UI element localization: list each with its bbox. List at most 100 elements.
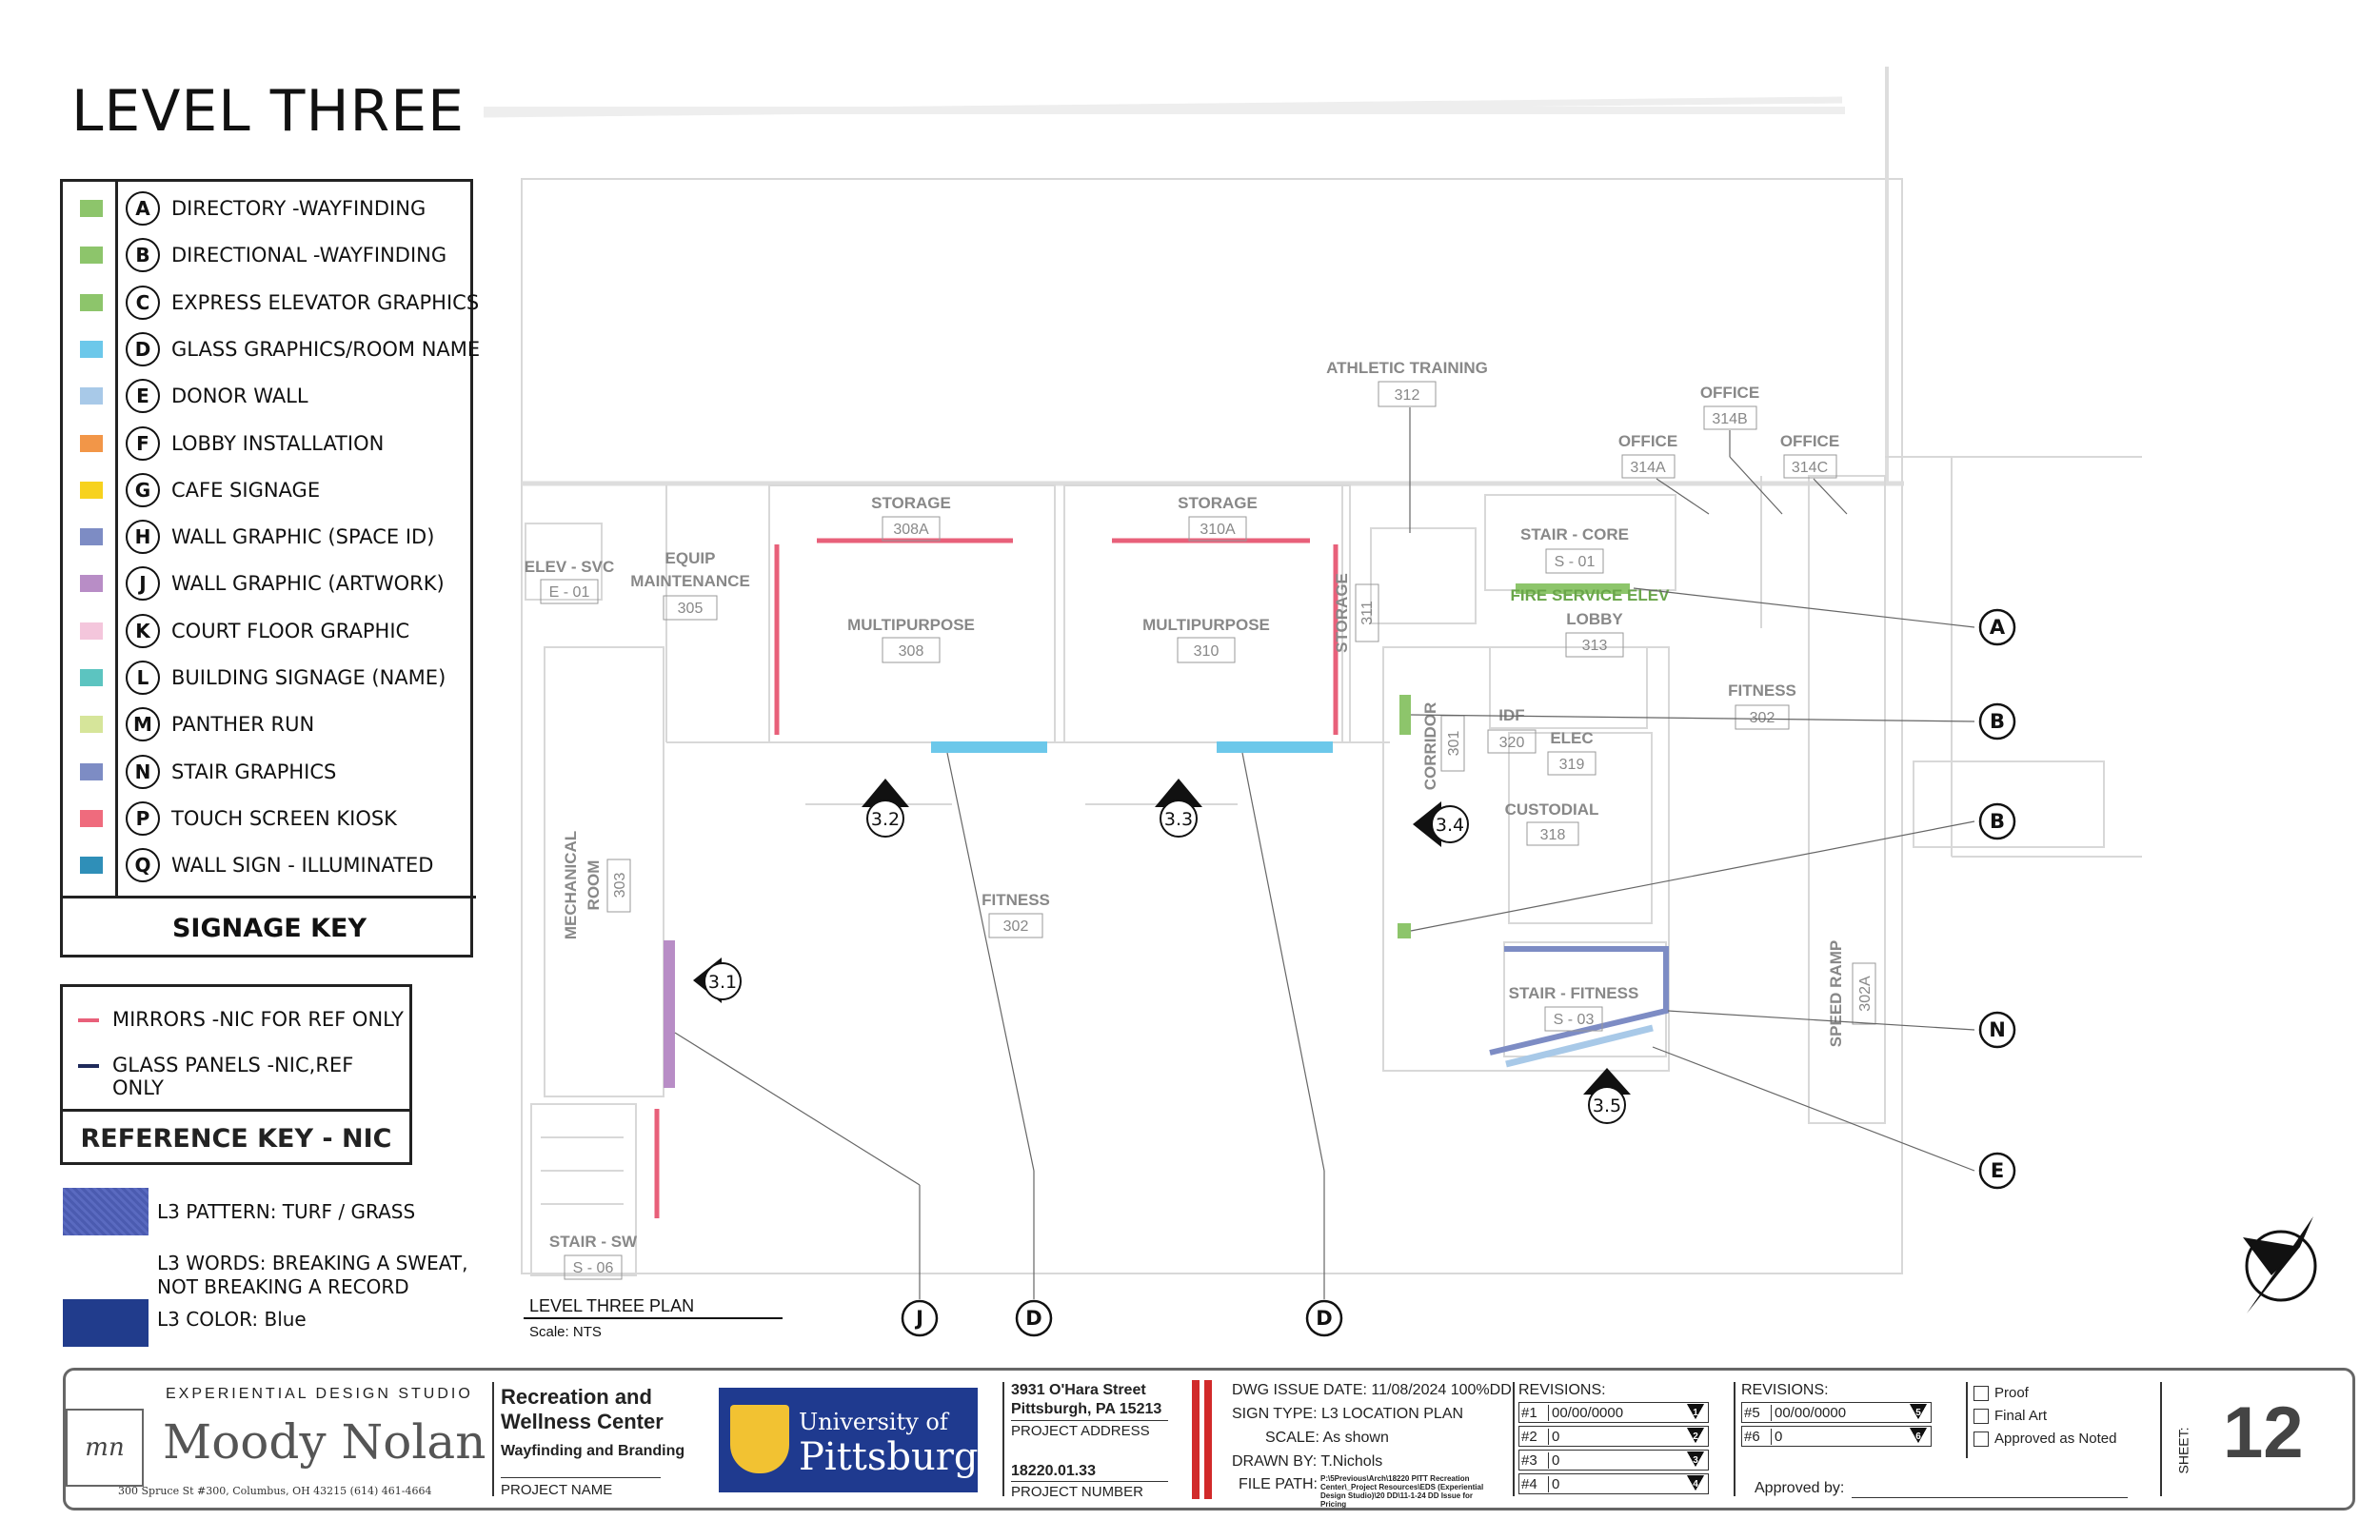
callout-n-label: N <box>1989 1018 2006 1041</box>
revision-row: #6 0 6 <box>1741 1426 1932 1447</box>
callout-d2-label: D <box>1316 1307 1332 1330</box>
plan-linework <box>483 67 2142 1276</box>
ref-item-glass: GLASS PANELS -NIC,REF ONLY <box>112 1054 354 1099</box>
project-address-2: Pittsburgh, PA 15213 <box>1011 1401 1162 1417</box>
glass-graphic-308 <box>931 741 1047 753</box>
revision-triangle-icon: 3 <box>1687 1451 1704 1467</box>
view-3-3 <box>1160 800 1198 838</box>
room-302a-num: 302A <box>1857 976 1874 1012</box>
room-301-num: 301 <box>1446 731 1462 757</box>
callout-n <box>1978 1011 2016 1049</box>
leader-lines <box>674 407 1975 1299</box>
room-stair-fitness: STAIR - FITNESS <box>1509 984 1639 1002</box>
room-idf: IDF <box>1498 706 1524 724</box>
room-mechanical: MECHANICAL <box>562 831 580 939</box>
university-line2: Pittsburgh <box>799 1435 1003 1479</box>
checkbox-box[interactable] <box>1973 1431 1989 1447</box>
approval-checkbox[interactable]: Final Art <box>1973 1408 2047 1424</box>
room-fitness-302: FITNESS <box>982 891 1050 909</box>
callout-a <box>1978 608 2016 646</box>
revision-number: #5 <box>1744 1405 1760 1421</box>
revision-triangle-icon: 5 <box>1910 1404 1927 1419</box>
divider-2 <box>1002 1382 1004 1496</box>
project-name-label: PROJECT NAME <box>501 1482 613 1498</box>
revision-number: #3 <box>1521 1452 1537 1469</box>
revision-row: #3 0 3 <box>1518 1450 1709 1471</box>
room-303-num: 303 <box>612 873 628 898</box>
view-3-5-label: 3.5 <box>1593 1096 1621 1116</box>
room-corridor: CORRIDOR <box>1421 702 1439 791</box>
sign-callouts: A B B N E J D D <box>901 608 2016 1337</box>
room-maintenance: MAINTENANCE <box>630 572 750 590</box>
number-rule <box>1011 1481 1168 1482</box>
key-letter-circle: J <box>126 566 160 602</box>
key-letter-circle: H <box>126 520 160 555</box>
key-label: DONOR WALL <box>171 385 308 408</box>
revision-number: #6 <box>1744 1429 1760 1445</box>
key-item-j: J WALL GRAPHIC (ARTWORK) <box>63 561 476 607</box>
key-label: WALL SIGN - ILLUMINATED <box>171 854 434 878</box>
key-letter-circle: K <box>126 613 160 648</box>
university-crest-icon <box>730 1405 789 1473</box>
checkbox-box[interactable] <box>1973 1385 1989 1401</box>
project-name-line1: Recreation and <box>501 1385 652 1409</box>
glass-swatch <box>78 1064 99 1068</box>
approval-checkbox[interactable]: Approved as Noted <box>1973 1431 2116 1447</box>
room-storage-308a: STORAGE <box>871 494 951 512</box>
turf-pattern-swatch <box>63 1188 149 1235</box>
room-storage-311: STORAGE <box>1333 573 1351 653</box>
project-address-1: 3931 O'Hara Street <box>1011 1382 1146 1398</box>
revision-triangle-icon: 6 <box>1910 1428 1927 1443</box>
key-label: PANTHER RUN <box>171 713 315 737</box>
room-311-num: 311 <box>1359 601 1376 625</box>
key-swatch <box>80 481 103 499</box>
key-label: DIRECTORY -WAYFINDING <box>171 197 426 220</box>
room-314c-num: 314C <box>1792 460 1828 476</box>
key-letter-circle: P <box>126 800 160 836</box>
key-swatch <box>80 669 103 686</box>
checkbox-box[interactable] <box>1973 1408 1989 1424</box>
view-3-5-arrow <box>1583 1068 1631 1095</box>
room-elec: ELEC <box>1550 729 1593 747</box>
checkbox-label: Proof <box>1994 1385 2029 1401</box>
key-letter-circle: B <box>126 238 160 273</box>
revision-number: #2 <box>1521 1429 1537 1445</box>
key-label: DIRECTIONAL -WAYFINDING <box>171 244 447 267</box>
room-318-num: 318 <box>1540 827 1566 843</box>
key-swatch <box>80 434 103 452</box>
key-item-b: B DIRECTIONAL -WAYFINDING <box>63 232 476 279</box>
view-3-1 <box>704 962 742 1000</box>
divider-6 <box>2160 1382 2162 1496</box>
view-3-2-label: 3.2 <box>871 809 900 830</box>
revision-value: 0 <box>1771 1429 1782 1445</box>
l3-pattern-label: L3 PATTERN: TURF / GRASS <box>157 1200 416 1223</box>
revision-number: #1 <box>1521 1405 1537 1421</box>
key-label: WALL GRAPHIC (ARTWORK) <box>171 572 445 596</box>
revision-triangle-icon: 2 <box>1687 1428 1704 1443</box>
approval-checkbox[interactable]: Proof <box>1973 1385 2029 1401</box>
sign-type: SIGN TYPE: L3 LOCATION PLAN <box>1232 1406 1464 1422</box>
project-sub: Wayfinding and Branding <box>501 1443 685 1459</box>
project-name-rule <box>501 1477 661 1478</box>
callout-a-label: A <box>1990 616 2006 639</box>
view-3-1-label: 3.1 <box>708 972 737 993</box>
key-swatch <box>80 293 103 311</box>
revisions-label-left: REVISIONS: <box>1518 1382 1606 1398</box>
revision-value: 0 <box>1548 1452 1559 1469</box>
key-label: TOUCH SCREEN KIOSK <box>171 806 397 830</box>
blue-color-swatch <box>63 1299 149 1347</box>
room-elev-svc: ELEV - SVC <box>525 558 614 576</box>
